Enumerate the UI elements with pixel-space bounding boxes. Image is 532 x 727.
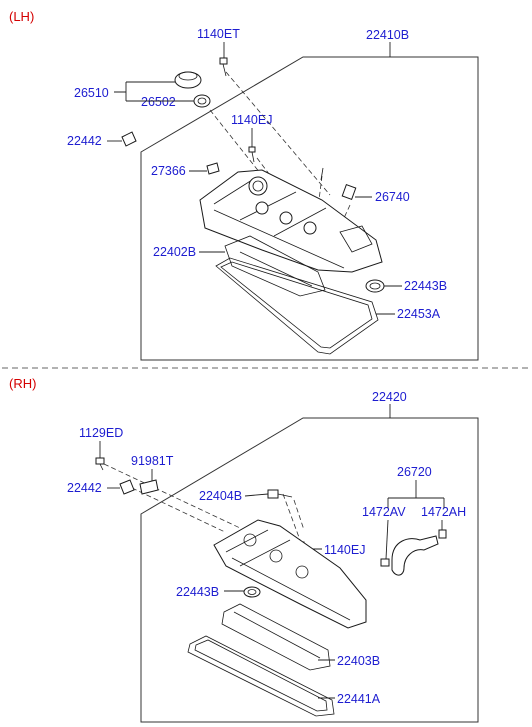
sensor-26740 (320, 167, 357, 200)
o-ring-22443B-lh (365, 279, 385, 293)
label-91981T[interactable]: 91981T (131, 454, 174, 468)
label-1472AH[interactable]: 1472AH (421, 505, 466, 519)
cap-gasket-26502 (193, 94, 211, 108)
label-1140EJ-lh[interactable]: 1140EJ (231, 113, 272, 127)
label-22410B[interactable]: 22410B (366, 28, 409, 42)
oil-filler-cap-26510 (174, 71, 202, 89)
bolt-1140ET-lh (219, 57, 228, 77)
label-22441A[interactable]: 22441A (337, 692, 381, 706)
grommet-91981T (139, 479, 159, 495)
label-26502[interactable]: 26502 (141, 95, 176, 109)
label-22442-lh[interactable]: 22442 (67, 134, 102, 148)
lh-assembly-frame (140, 56, 479, 361)
rh-assembly-frame (140, 417, 479, 723)
rh-section-label: (RH) (9, 376, 36, 391)
clamp-1472AV (380, 558, 390, 567)
bracket-27366 (206, 162, 220, 175)
lh-leader-lines (107, 42, 402, 315)
breather-hose-26720 (391, 535, 439, 576)
cover-gasket-22441A (187, 635, 335, 717)
label-1129ED[interactable]: 1129ED (79, 426, 123, 440)
cylinder-head-cover-22410B (199, 169, 383, 273)
label-22443B-rh[interactable]: 22443B (176, 585, 219, 599)
label-22453A[interactable]: 22453A (397, 307, 441, 321)
clamp-1472AH (438, 529, 447, 539)
inner-gasket-22402B (224, 235, 326, 297)
label-22403B[interactable]: 22403B (337, 654, 380, 668)
plug-22442-rh (119, 479, 135, 495)
label-1140ET-lh[interactable]: 1140ET (197, 27, 240, 41)
label-26510[interactable]: 26510 (74, 86, 109, 100)
label-22443B-lh[interactable]: 22443B (404, 279, 447, 293)
label-22404B[interactable]: 22404B (199, 489, 242, 503)
o-ring-22443B-rh (243, 586, 261, 598)
rh-dashed-lines (103, 463, 305, 541)
bolt-1140EJ-lh (248, 146, 256, 163)
lh-section-label: (LH) (9, 9, 34, 24)
label-22420[interactable]: 22420 (372, 390, 407, 404)
plug-22442-lh (121, 131, 137, 147)
bolt-1129ED (95, 457, 105, 471)
cylinder-head-cover-22420 (213, 519, 367, 629)
label-26740[interactable]: 26740 (375, 190, 410, 204)
label-1140EJ-rh[interactable]: 1140EJ (324, 543, 365, 557)
label-27366[interactable]: 27366 (151, 164, 186, 178)
cover-gasket-22453A (215, 257, 379, 355)
pcv-valve-22404B (267, 489, 293, 499)
inner-gasket-22403B (221, 603, 331, 671)
label-22402B[interactable]: 22402B (153, 245, 196, 259)
label-26720[interactable]: 26720 (397, 465, 432, 479)
label-1472AV[interactable]: 1472AV (362, 505, 406, 519)
label-22442-rh[interactable]: 22442 (67, 481, 102, 495)
